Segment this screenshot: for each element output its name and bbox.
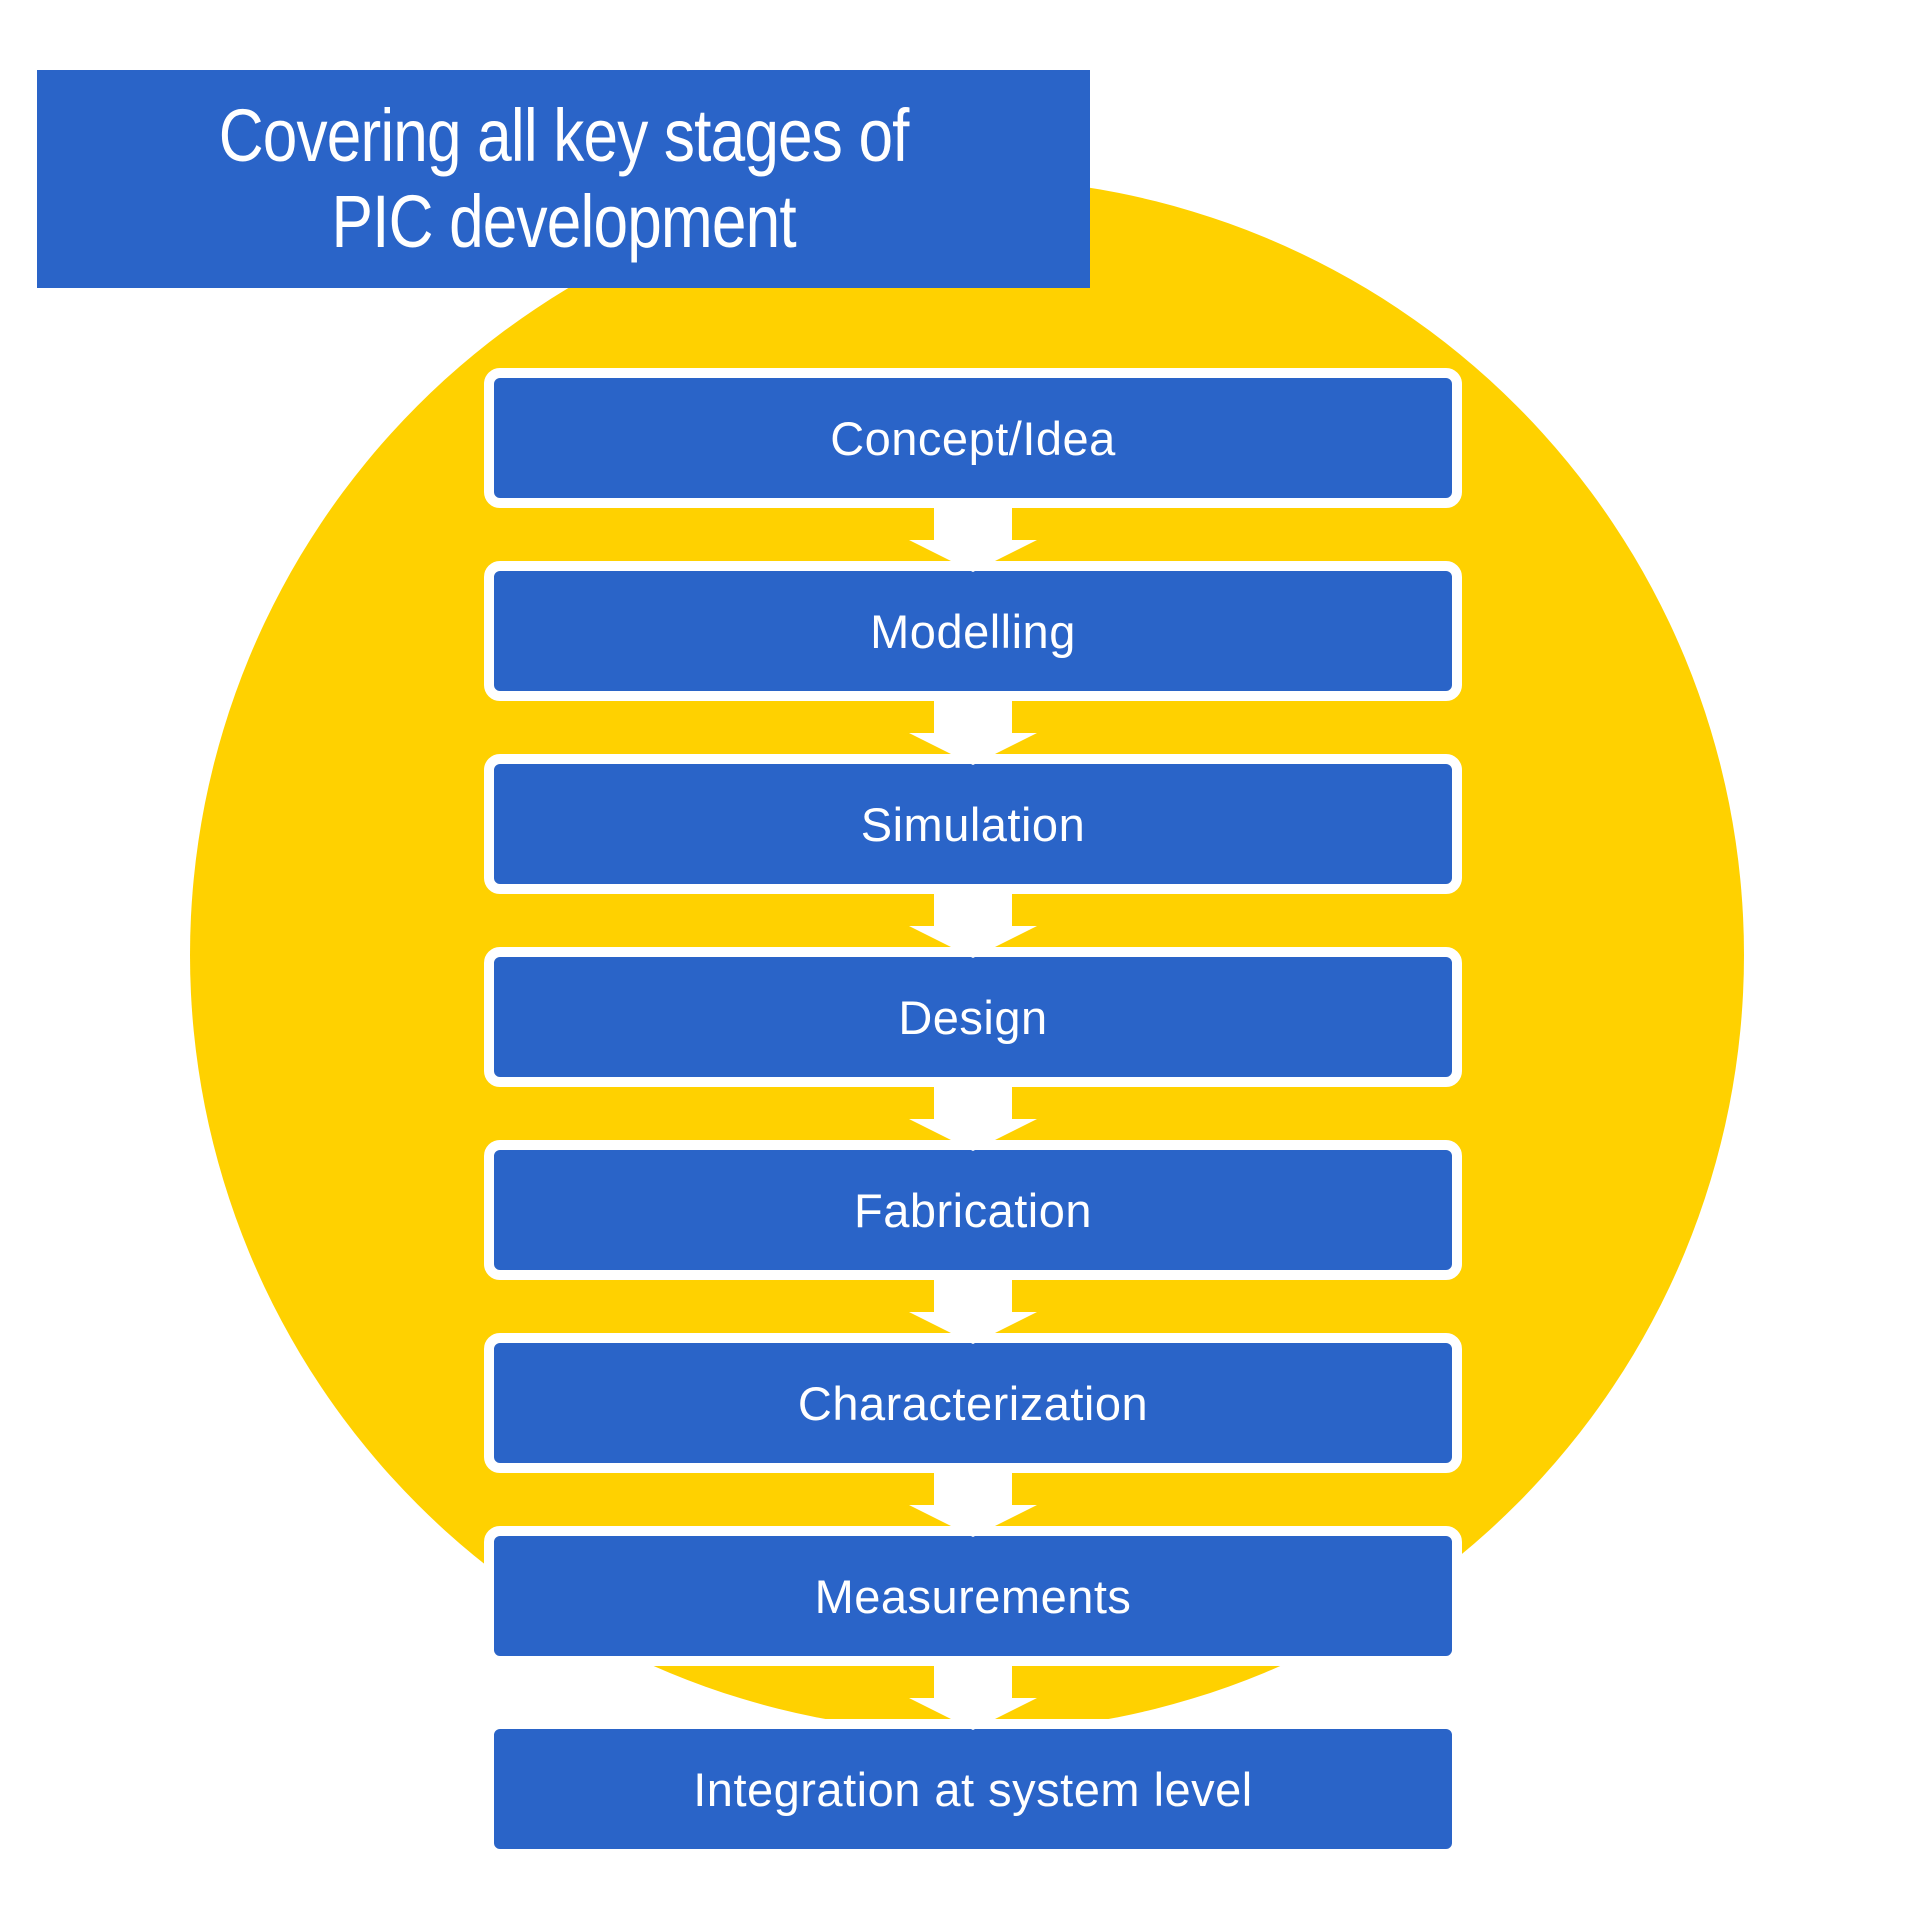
stage-label: Concept/Idea <box>830 411 1116 465</box>
stage-label: Characterization <box>797 1376 1149 1430</box>
page-title: Covering all key stages of PIC developme… <box>218 94 910 263</box>
stage-box-design: Design <box>484 947 1462 1087</box>
stage-label: Simulation <box>860 797 1086 851</box>
stage-label: Integration at system level <box>693 1762 1253 1816</box>
stage-box-integration: Integration at system level <box>484 1719 1462 1859</box>
stage-box-measurements: Measurements <box>484 1526 1462 1666</box>
stage-box-characterization: Characterization <box>484 1333 1462 1473</box>
stage-label: Design <box>898 990 1048 1044</box>
stage-label: Measurements <box>814 1569 1132 1623</box>
stage-box-simulation: Simulation <box>484 754 1462 894</box>
stage-label: Fabrication <box>854 1183 1092 1237</box>
stage-label: Modelling <box>870 604 1076 658</box>
down-arrow-icon <box>909 884 1037 958</box>
down-arrow-icon <box>909 1270 1037 1344</box>
down-arrow-icon <box>909 691 1037 765</box>
down-arrow-icon <box>909 1077 1037 1151</box>
stage-box-concept-idea: Concept/Idea <box>484 368 1462 508</box>
stage-box-modelling: Modelling <box>484 561 1462 701</box>
title-banner: Covering all key stages of PIC developme… <box>37 70 1090 288</box>
down-arrow-icon <box>909 498 1037 572</box>
down-arrow-icon <box>909 1463 1037 1537</box>
stage-box-fabrication: Fabrication <box>484 1140 1462 1280</box>
down-arrow-icon <box>909 1656 1037 1730</box>
